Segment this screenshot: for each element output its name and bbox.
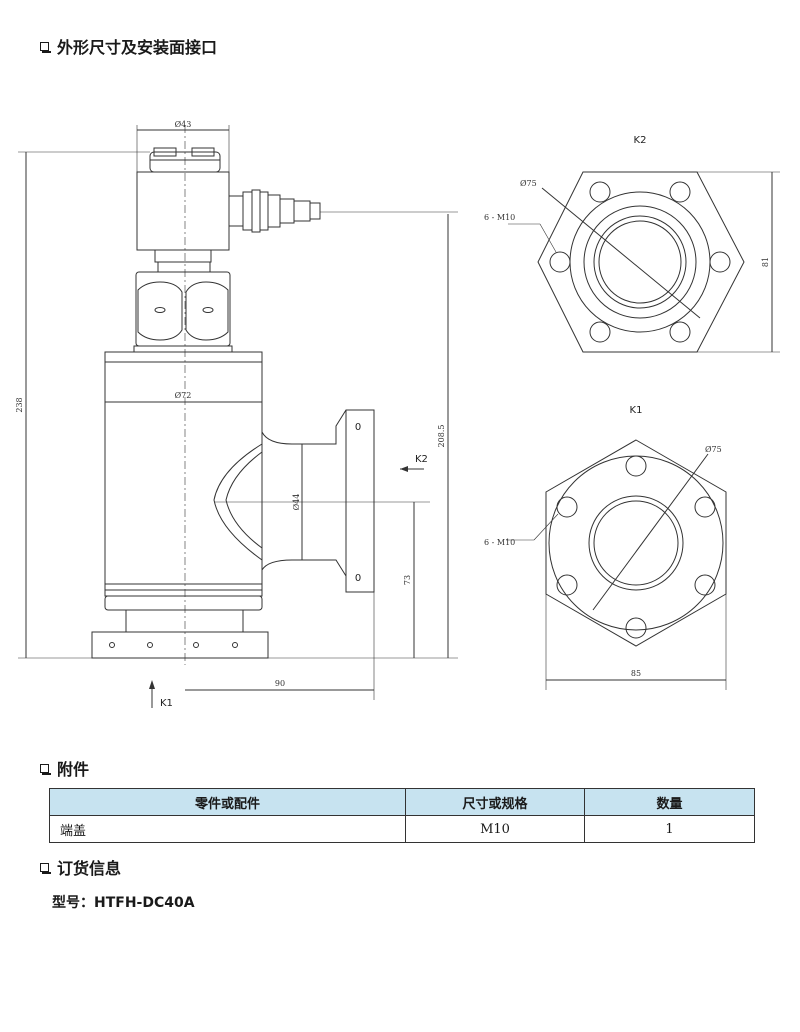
checkbox-square-icon xyxy=(40,41,51,53)
column-header-part: 零件或配件 xyxy=(49,788,406,816)
k1-dim-holes: 6 - M10 xyxy=(484,538,515,547)
technical-drawing: Ø43 Ø72 Ø44 238 208.5 73 90 0 0 K2 K1 K2… xyxy=(15,120,780,709)
k2-arrow-label: K2 xyxy=(415,454,428,465)
checkbox-square-icon xyxy=(40,862,51,874)
k2-view-title: K2 xyxy=(634,135,647,146)
dim-208-5: 208.5 xyxy=(437,425,446,448)
section-title-dimensions: 外形尺寸及安装面接口 xyxy=(40,34,217,58)
dim-238: 238 xyxy=(15,397,24,412)
dim-d43: Ø43 xyxy=(175,120,192,129)
dim-73: 73 xyxy=(403,575,412,585)
cell-qty: 1 xyxy=(584,815,755,843)
column-header-spec: 尺寸或规格 xyxy=(405,788,585,816)
accessories-table: 零件或配件 尺寸或规格 数量 端盖 M10 1 xyxy=(49,788,755,843)
section-title-accessories: 附件 xyxy=(40,756,89,780)
checkbox-square-icon xyxy=(40,763,51,775)
k1-dim-width: 85 xyxy=(631,669,641,678)
ordering-title: 订货信息 xyxy=(57,859,122,878)
model-value: HTFH-DC40A xyxy=(94,895,195,911)
dim-90: 90 xyxy=(275,679,285,688)
cell-part: 端盖 xyxy=(49,815,406,843)
k2-dim-holes: 6 - M10 xyxy=(484,213,515,222)
dim-d44: Ø44 xyxy=(292,494,301,511)
section-title-ordering: 订货信息 xyxy=(40,855,121,879)
table-header-row: 零件或配件 尺寸或规格 数量 xyxy=(49,788,755,816)
k1-dim-d75: Ø75 xyxy=(705,445,722,454)
k1-view-title: K1 xyxy=(630,405,643,416)
flange-mark-bottom: 0 xyxy=(355,573,361,584)
flange-mark-top: 0 xyxy=(355,422,361,433)
model-label: 型号： xyxy=(52,895,94,911)
accessories-title: 附件 xyxy=(57,760,90,779)
cell-spec: M10 xyxy=(405,815,585,843)
column-header-qty: 数量 xyxy=(584,788,755,816)
model-line: 型号：HTFH-DC40A xyxy=(52,892,195,912)
dim-d72: Ø72 xyxy=(175,391,192,400)
k2-dim-d75: Ø75 xyxy=(520,179,537,188)
k2-dim-height: 81 xyxy=(761,257,770,267)
dimensions-title: 外形尺寸及安装面接口 xyxy=(57,38,218,57)
k1-arrow-label: K1 xyxy=(160,698,173,709)
table-row: 端盖 M10 1 xyxy=(49,815,755,843)
